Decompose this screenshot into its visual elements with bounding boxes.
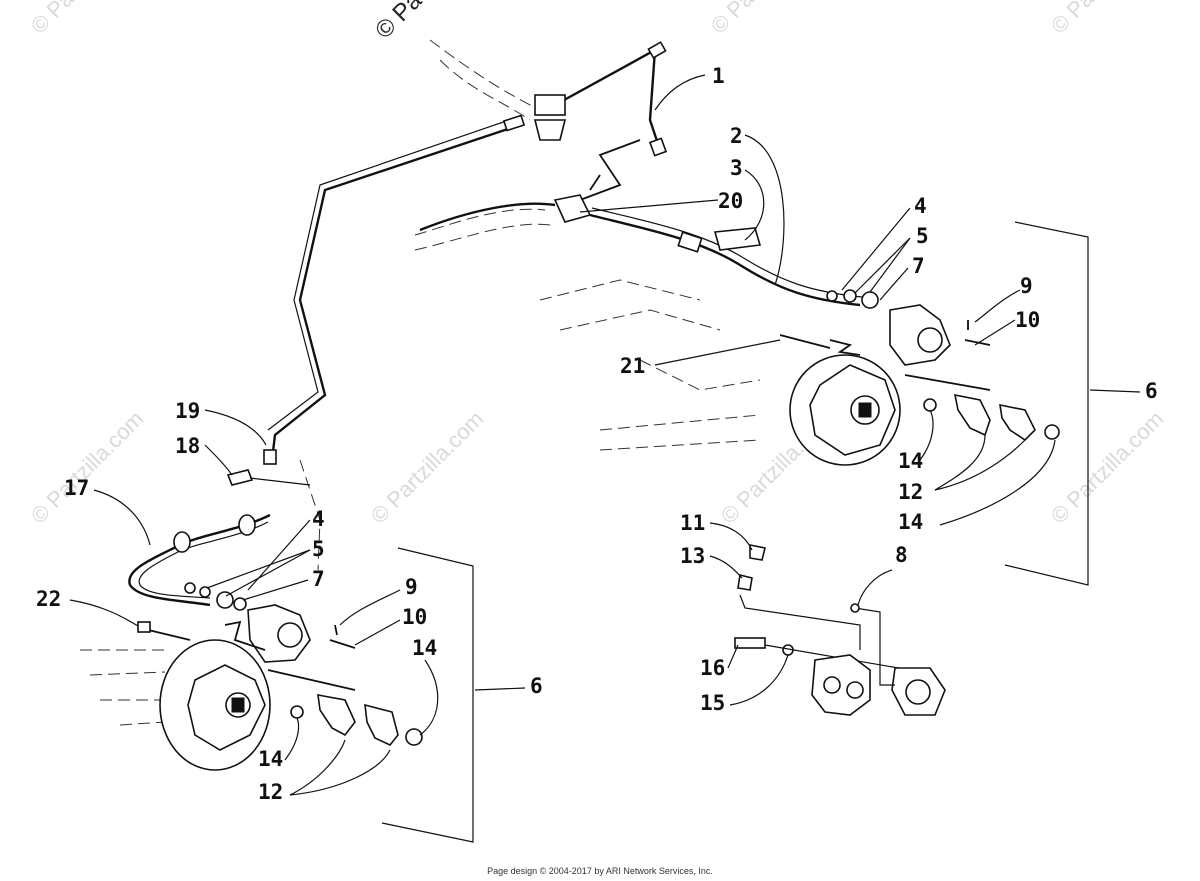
callout-2: 2 xyxy=(730,124,743,148)
brake-pad-right xyxy=(953,393,991,437)
callout-14: 14 xyxy=(258,747,283,771)
callout-8: 8 xyxy=(895,543,908,567)
callout-15: 15 xyxy=(700,691,725,715)
brake-hose-2 xyxy=(589,213,861,307)
callout-9: 9 xyxy=(405,575,418,599)
callout-13: 13 xyxy=(680,544,705,568)
page-footer: Page design © 2004-2017 by ARI Network S… xyxy=(487,866,713,876)
callout-21: 21 xyxy=(620,354,645,378)
callout-14: 14 xyxy=(412,636,437,660)
callout-16: 16 xyxy=(700,656,725,680)
callout-20: 20 xyxy=(718,189,743,213)
callout-14: 14 xyxy=(898,449,923,473)
callout-22: 22 xyxy=(36,587,61,611)
callout-11: 11 xyxy=(680,511,705,535)
watermark: © Partzilla.com xyxy=(26,0,149,39)
right-caliper-assembly xyxy=(779,221,1089,586)
junction-block xyxy=(534,94,566,116)
callout-4: 4 xyxy=(312,507,325,531)
callout-18: 18 xyxy=(175,434,200,458)
callout-9: 9 xyxy=(1020,274,1033,298)
callout-labels: 1 2 3 20 4 5 7 9 10 21 6 14 12 14 8 11 1… xyxy=(36,64,1158,804)
callout-6: 6 xyxy=(1145,379,1158,403)
callout-5: 5 xyxy=(916,224,929,248)
callout-6: 6 xyxy=(530,674,543,698)
junction-block-20 xyxy=(553,194,592,223)
callout-17: 17 xyxy=(64,476,89,500)
brake-hose-17 xyxy=(128,513,271,607)
callout-12: 12 xyxy=(898,480,923,504)
callout-19: 19 xyxy=(175,399,200,423)
callout-14: 14 xyxy=(898,510,923,534)
bolt-16 xyxy=(734,637,766,649)
brake-lines xyxy=(267,41,863,461)
callout-4: 4 xyxy=(914,194,927,218)
callout-7: 7 xyxy=(912,254,925,278)
callout-5: 5 xyxy=(312,537,325,561)
left-caliper-assembly xyxy=(128,449,474,843)
chassis-outline xyxy=(80,39,761,726)
watermark: © Partzilla.com xyxy=(1046,0,1169,39)
callout-12: 12 xyxy=(258,780,283,804)
callout-10: 10 xyxy=(1015,308,1040,332)
brake-pad-left xyxy=(364,703,399,746)
watermark: © Partzilla.com xyxy=(706,0,829,39)
brake-line-left xyxy=(270,123,521,461)
caliper-body xyxy=(811,654,871,716)
brake-line-1 xyxy=(554,47,662,151)
clip-3 xyxy=(713,227,762,251)
bracket-18 xyxy=(226,469,254,486)
callout-1: 1 xyxy=(712,64,725,88)
callout-7: 7 xyxy=(312,567,325,591)
brake-pad-right xyxy=(999,403,1036,442)
watermark-top: © Pa xyxy=(370,0,428,44)
callout-3: 3 xyxy=(730,156,743,180)
watermark: © Partzilla.com xyxy=(366,406,489,529)
leader-lines xyxy=(69,74,1141,796)
callout-10: 10 xyxy=(402,605,427,629)
brake-pad-left xyxy=(317,694,356,737)
caliper-detail xyxy=(734,544,946,716)
watermark: © Partzilla.com xyxy=(1046,406,1169,529)
